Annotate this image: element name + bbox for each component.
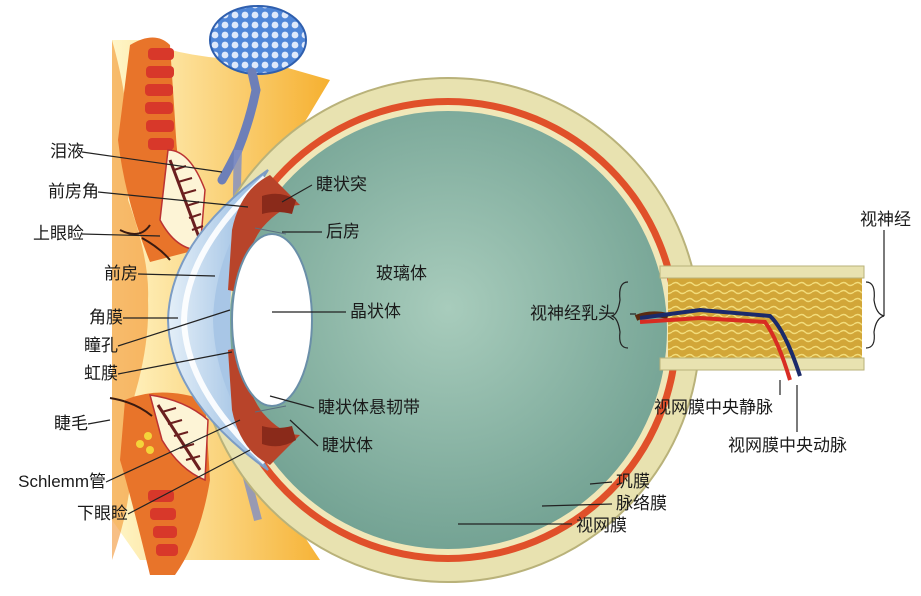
label-ciliary-body: 睫状体 xyxy=(322,436,373,456)
label-zonule: 睫状体悬韧带 xyxy=(318,398,420,418)
label-schlemm-canal: Schlemm管 xyxy=(18,472,106,492)
label-lens: 晶状体 xyxy=(350,302,401,322)
optic-nerve xyxy=(636,266,864,380)
label-lower-eyelid: 下眼睑 xyxy=(77,504,128,524)
label-anterior-chamber: 前房 xyxy=(104,264,138,284)
label-pupil: 瞳孔 xyxy=(84,336,118,356)
label-anterior-chamber-angle: 前房角 xyxy=(48,182,99,202)
label-central-retinal-artery: 视网膜中央动脉 xyxy=(728,436,847,456)
label-iris: 虹膜 xyxy=(84,364,118,384)
label-eyelash: 睫毛 xyxy=(54,414,88,434)
label-ciliary-process: 睫状突 xyxy=(316,175,367,195)
label-central-retinal-vein: 视网膜中央静脉 xyxy=(654,398,773,418)
label-tear: 泪液 xyxy=(50,142,84,162)
label-posterior-chamber: 后房 xyxy=(326,222,360,242)
label-choroid: 脉络膜 xyxy=(616,494,667,514)
label-cornea: 角膜 xyxy=(89,308,123,328)
label-upper-eyelid: 上眼睑 xyxy=(33,224,84,244)
label-retina: 视网膜 xyxy=(576,516,627,536)
label-sclera: 巩膜 xyxy=(616,472,650,492)
label-vitreous-body: 玻璃体 xyxy=(376,264,427,284)
label-optic-disc: 视神经乳头 xyxy=(530,304,615,324)
label-optic-nerve: 视神经 xyxy=(860,210,911,230)
